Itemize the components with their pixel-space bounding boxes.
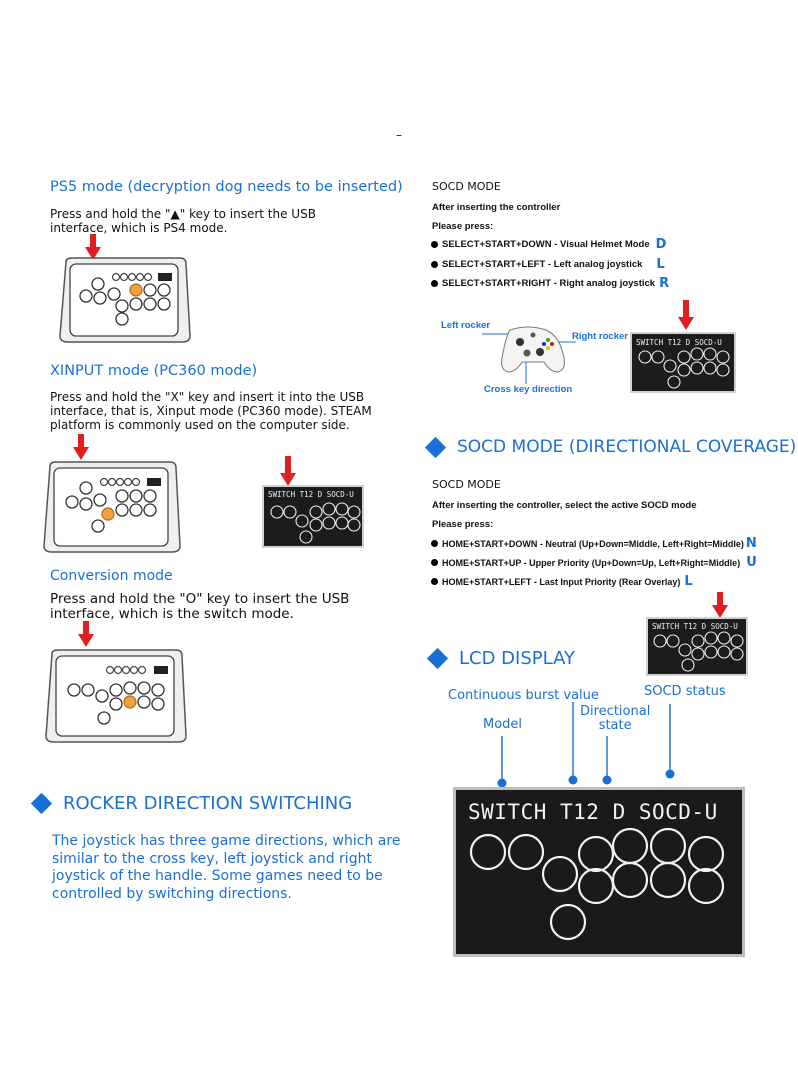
socd1-item-text: SELECT+START+LEFT - Left analog joystick xyxy=(442,259,643,270)
socd1-item-letter: L xyxy=(656,257,665,272)
socd2-item-upper: HOME+START+UP - Upper Priority (Up+Down=… xyxy=(431,555,757,570)
arcade-controller-image xyxy=(43,461,181,553)
red-arrow-icon xyxy=(73,434,89,460)
socd1-item-left: SELECT+START+LEFT - Left analog joystick… xyxy=(431,257,665,272)
diamond-icon xyxy=(424,436,447,458)
lcd-preview-text: SWITCH T12 D SOCD-U xyxy=(636,338,722,347)
ps5-mode-title: PS5 mode (decryption dog needs to be ins… xyxy=(50,179,403,195)
socd1-line-1: After inserting the controller xyxy=(432,202,561,213)
socd2-item-text: HOME+START+DOWN - Neutral (Up+Down=Middl… xyxy=(442,538,744,549)
socd1-line-2: Please press: xyxy=(432,221,494,232)
lcd-display-heading: LCD DISPLAY xyxy=(426,647,575,670)
conversion-desc-line-2: interface, which is the switch mode. xyxy=(50,606,294,622)
directional-label-line-1: Directional xyxy=(580,704,651,719)
bullet-icon xyxy=(431,261,438,268)
socd-mode-title-2: SOCD MODE xyxy=(432,478,501,491)
rocker-direction-title: ROCKER DIRECTION SWITCHING xyxy=(63,793,353,814)
cross-key-label: Cross key direction xyxy=(484,384,573,395)
socd1-item-letter: R xyxy=(659,276,670,291)
conversion-desc-line-1: Press and hold the "O" key to insert the… xyxy=(50,591,350,607)
red-arrow-icon xyxy=(678,300,694,330)
top-mark: – xyxy=(396,128,402,142)
xinput-desc-line-1: Press and hold the "X" key and insert it… xyxy=(50,390,365,404)
bullet-icon xyxy=(431,578,438,585)
lcd-button-layout-icon xyxy=(638,347,730,389)
directional-label-line-2: state xyxy=(598,718,632,733)
lcd-button-layout-icon xyxy=(270,502,361,544)
rocker-direction-heading: ROCKER DIRECTION SWITCHING xyxy=(30,792,353,815)
xinput-desc-line-2: interface, that is, Xinput mode (PC360 m… xyxy=(50,404,372,418)
lcd-screen-text: SWITCH T12 D SOCD-U xyxy=(468,800,718,824)
conversion-mode-desc: Press and hold the "O" key to insert the… xyxy=(50,592,349,622)
lcd-button-layout-icon xyxy=(469,827,725,941)
conversion-mode-title: Conversion mode xyxy=(50,568,173,584)
socd2-item-neutral: HOME+START+DOWN - Neutral (Up+Down=Middl… xyxy=(431,536,757,551)
pointer-lines xyxy=(497,702,675,788)
socd-coverage-title: SOCD MODE (DIRECTIONAL COVERAGE) xyxy=(457,437,797,457)
ps5-desc-line-1: Press and hold the "▲" key to insert the… xyxy=(50,207,316,221)
socd2-item-letter: U xyxy=(746,555,757,570)
bullet-icon xyxy=(431,241,438,248)
socd2-item-last-input: HOME+START+LEFT - Last Input Priority (R… xyxy=(431,574,693,589)
arcade-controller-image xyxy=(59,257,191,343)
lcd-display-title: LCD DISPLAY xyxy=(459,648,575,669)
arcade-controller-image xyxy=(45,649,187,743)
xinput-mode-title: XINPUT mode (PC360 mode) xyxy=(50,363,258,379)
socd2-item-text: HOME+START+UP - Upper Priority (Up+Down=… xyxy=(442,557,741,568)
socd-mode-title-1: SOCD MODE xyxy=(432,180,501,193)
xinput-desc-line-3: platform is commonly used on the compute… xyxy=(50,418,350,432)
burst-value-label: Continuous burst value xyxy=(448,688,599,703)
lcd-preview: SWITCH T12 D SOCD-U xyxy=(646,617,748,676)
bullet-icon xyxy=(431,540,438,547)
red-arrow-icon xyxy=(78,621,94,647)
rocker-direction-desc: The joystick has three game directions, … xyxy=(52,833,400,903)
socd2-item-text: HOME+START+LEFT - Last Input Priority (R… xyxy=(442,576,681,587)
rocker-desc-line-1: The joystick has three game directions, … xyxy=(52,833,401,849)
rocker-desc-line-3: joystick of the handle. Some games need … xyxy=(52,868,383,884)
red-arrow-icon xyxy=(85,234,101,260)
rocker-desc-line-4: controlled by switching directions. xyxy=(52,885,292,902)
socd-status-label: SOCD status xyxy=(644,684,726,699)
socd1-item-text: SELECT+START+DOWN - Visual Helmet Mode xyxy=(442,239,650,250)
socd1-item-letter: D xyxy=(655,237,667,252)
socd-coverage-heading: SOCD MODE (DIRECTIONAL COVERAGE) xyxy=(424,436,797,458)
red-arrow-icon xyxy=(280,456,296,486)
diamond-icon xyxy=(426,647,449,670)
socd2-line-2: Please press: xyxy=(432,519,494,530)
xinput-mode-desc: Press and hold the "X" key and insert it… xyxy=(50,390,372,432)
model-label: Model xyxy=(483,717,523,732)
socd2-item-letter: N xyxy=(745,536,757,551)
directional-state-label: Directional state xyxy=(580,705,650,733)
diamond-icon xyxy=(30,792,53,815)
lcd-button-layout-icon xyxy=(653,631,744,672)
socd1-item-down: SELECT+START+DOWN - Visual Helmet Mode D xyxy=(431,237,666,252)
lcd-screen-large: SWITCH T12 D SOCD-U xyxy=(453,787,745,957)
lcd-preview-text: SWITCH T12 D SOCD-U xyxy=(268,490,354,499)
rocker-desc-line-2: similar to the cross key, left joystick … xyxy=(52,850,372,867)
left-rocker-label: Left rocker xyxy=(441,320,491,331)
socd2-item-letter: L xyxy=(684,574,693,589)
right-rocker-label: Right rocker xyxy=(572,331,628,342)
lcd-preview: SWITCH T12 D SOCD-U xyxy=(262,485,364,548)
socd1-item-right: SELECT+START+RIGHT - Right analog joysti… xyxy=(431,276,669,291)
socd1-item-text: SELECT+START+RIGHT - Right analog joysti… xyxy=(442,278,656,289)
bullet-icon xyxy=(431,559,438,566)
lcd-preview: SWITCH T12 D SOCD-U xyxy=(630,332,736,393)
gamepad-icon xyxy=(482,326,576,384)
lcd-preview-text: SWITCH T12 D SOCD-U xyxy=(652,622,738,631)
ps5-mode-desc: Press and hold the "▲" key to insert the… xyxy=(50,207,316,235)
red-arrow-icon xyxy=(712,592,728,618)
ps5-desc-line-2: interface, which is PS4 mode. xyxy=(50,221,228,235)
socd2-line-1: After inserting the controller, select t… xyxy=(432,500,697,511)
bullet-icon xyxy=(431,280,438,287)
